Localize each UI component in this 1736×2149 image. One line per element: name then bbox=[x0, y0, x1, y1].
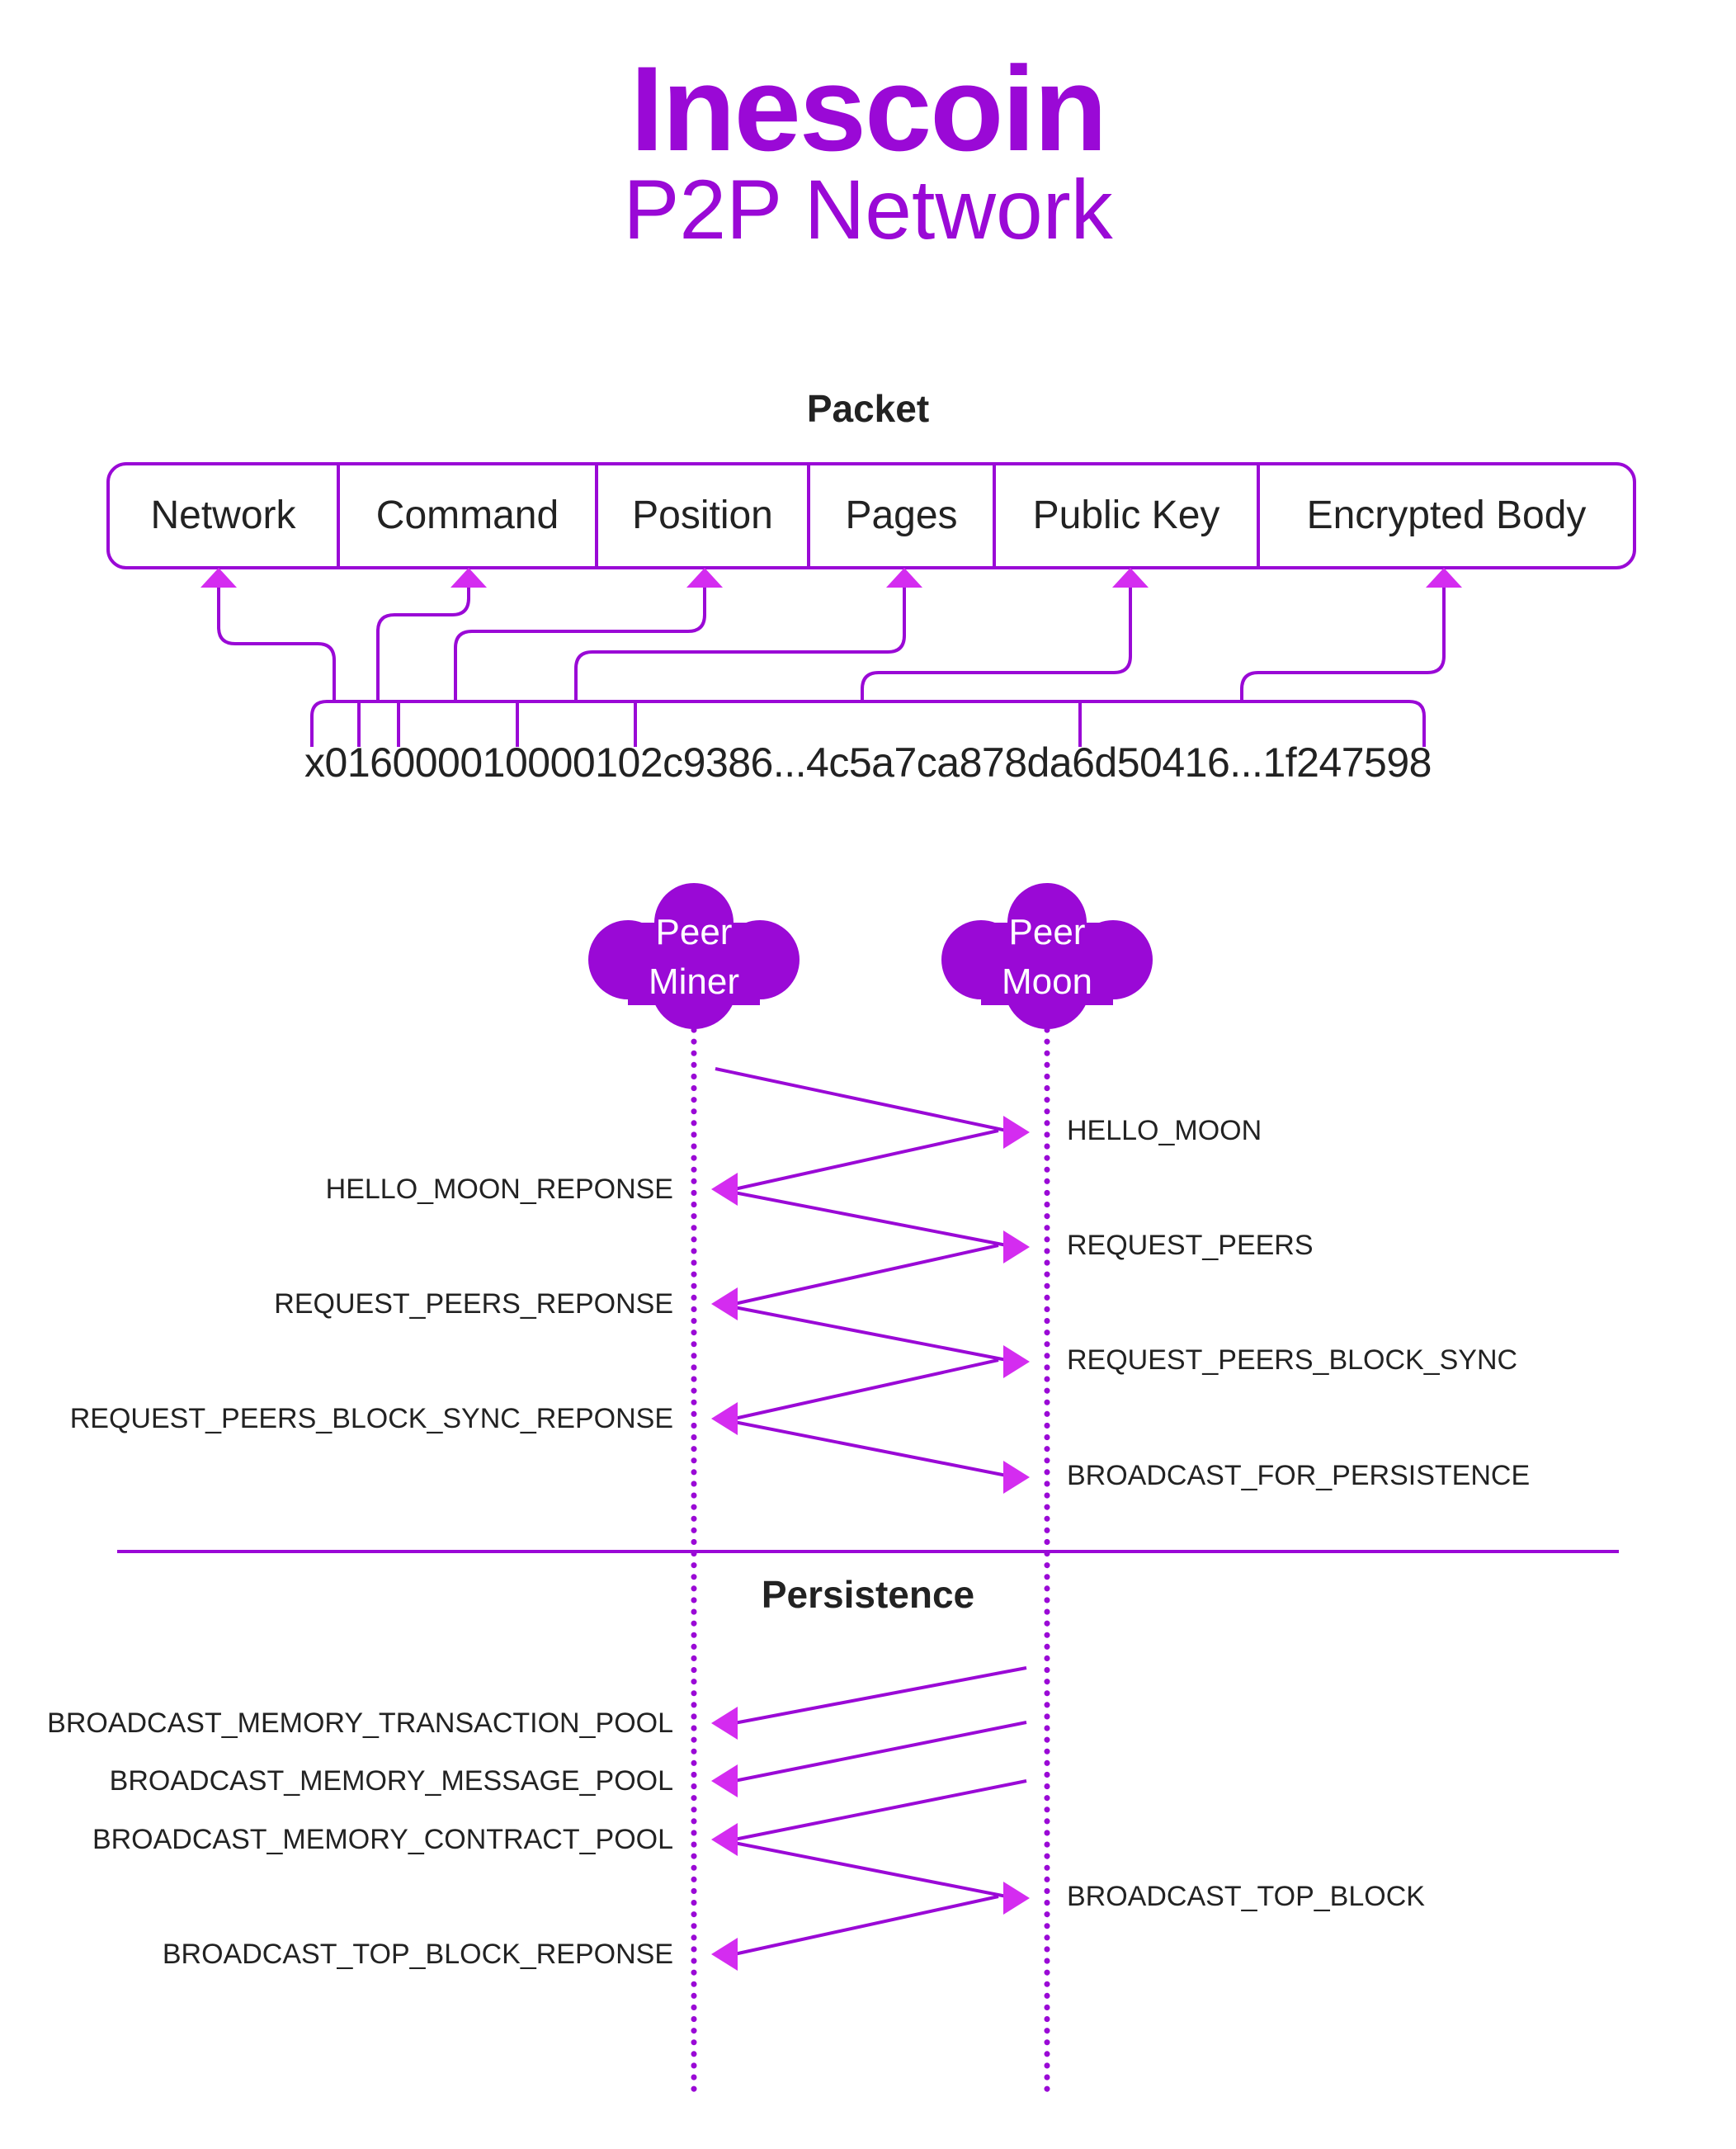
diagram-title: Inescoin bbox=[630, 41, 1107, 176]
connector-public-key bbox=[861, 578, 1132, 701]
arrowhead bbox=[711, 1402, 738, 1435]
arrowhead bbox=[1003, 1230, 1030, 1263]
arrowhead bbox=[886, 568, 922, 588]
message-arrow bbox=[734, 1244, 999, 1306]
message-label: BROADCAST_MEMORY_CONTRACT_POOL bbox=[92, 1824, 673, 1855]
connector-position bbox=[454, 578, 706, 701]
arrowhead bbox=[711, 1173, 738, 1206]
message-label: BROADCAST_TOP_BLOCK bbox=[1067, 1881, 1425, 1912]
arrowhead bbox=[200, 568, 237, 588]
arrowhead bbox=[1003, 1882, 1030, 1915]
arrowhead bbox=[711, 1938, 738, 1971]
connector-network bbox=[217, 578, 336, 701]
message-arrow bbox=[734, 1666, 1027, 1725]
message-label: BROADCAST_TOP_BLOCK_REPONSE bbox=[162, 1939, 673, 1970]
arrowhead bbox=[1112, 568, 1149, 588]
packet-hex-string: x016000010000102c9386...4c5a7ca878da6d50… bbox=[304, 739, 1432, 786]
arrowhead bbox=[711, 1823, 738, 1856]
packet-field-network: Network bbox=[150, 494, 296, 537]
peer-moon-line1: Peer bbox=[1008, 912, 1086, 952]
packet-box bbox=[106, 462, 1636, 569]
connector-encrypted-body bbox=[1240, 578, 1446, 701]
packet-field-position: Position bbox=[632, 494, 773, 537]
message-arrow bbox=[734, 1306, 1007, 1362]
message-arrow bbox=[734, 1191, 1007, 1247]
message-label: REQUEST_PEERS_REPONSE bbox=[274, 1288, 673, 1320]
arrowhead bbox=[711, 1764, 738, 1797]
connector-pages bbox=[574, 578, 906, 701]
packet-field-pages: Pages bbox=[845, 494, 958, 537]
connector-command bbox=[376, 578, 470, 701]
arrowhead bbox=[1003, 1116, 1030, 1149]
message-label: REQUEST_PEERS bbox=[1067, 1230, 1314, 1261]
message-arrow bbox=[715, 1067, 1007, 1132]
message-arrow bbox=[734, 1721, 1027, 1783]
packet-field-command: Command bbox=[375, 494, 559, 537]
message-arrow bbox=[734, 1779, 1027, 1841]
packet-title: Packet bbox=[806, 387, 930, 430]
message-arrow bbox=[734, 1895, 999, 1956]
diagram-subtitle: P2P Network bbox=[623, 163, 1113, 257]
peer-miner-label: Peer Miner bbox=[603, 908, 785, 1007]
peer-moon-label: Peer Moon bbox=[956, 908, 1138, 1007]
message-arrow bbox=[734, 1358, 999, 1420]
peer-miner-cloud bbox=[588, 883, 800, 1029]
arrowhead bbox=[711, 1707, 738, 1740]
peer-miner-line2: Miner bbox=[648, 961, 740, 1002]
message-label: REQUEST_PEERS_BLOCK_SYNC_REPONSE bbox=[69, 1403, 673, 1434]
arrowhead bbox=[711, 1287, 738, 1320]
arrowhead bbox=[686, 568, 723, 588]
arrowhead bbox=[1003, 1345, 1030, 1378]
peer-miner-line1: Peer bbox=[655, 912, 733, 952]
arrowhead bbox=[1426, 568, 1462, 588]
arrowhead bbox=[1003, 1461, 1030, 1494]
message-label: HELLO_MOON bbox=[1067, 1115, 1262, 1146]
hex-bracket bbox=[310, 700, 1426, 747]
persistence-title: Persistence bbox=[761, 1573, 975, 1616]
peer-moon-line2: Moon bbox=[1001, 961, 1093, 1002]
message-arrow bbox=[734, 1129, 999, 1191]
packet-field-encrypted-body: Encrypted Body bbox=[1306, 494, 1587, 537]
message-arrow bbox=[734, 1420, 1007, 1477]
arrowhead bbox=[451, 568, 487, 588]
message-label: HELLO_MOON_REPONSE bbox=[325, 1174, 673, 1205]
packet-field-public-key: Public Key bbox=[1032, 494, 1220, 537]
message-label: REQUEST_PEERS_BLOCK_SYNC bbox=[1067, 1344, 1518, 1376]
message-arrow bbox=[734, 1841, 1007, 1898]
message-label: BROADCAST_FOR_PERSISTENCE bbox=[1067, 1460, 1531, 1491]
message-label: BROADCAST_MEMORY_TRANSACTION_POOL bbox=[47, 1707, 673, 1739]
message-label: BROADCAST_MEMORY_MESSAGE_POOL bbox=[109, 1765, 673, 1797]
peer-moon-cloud bbox=[941, 883, 1153, 1029]
